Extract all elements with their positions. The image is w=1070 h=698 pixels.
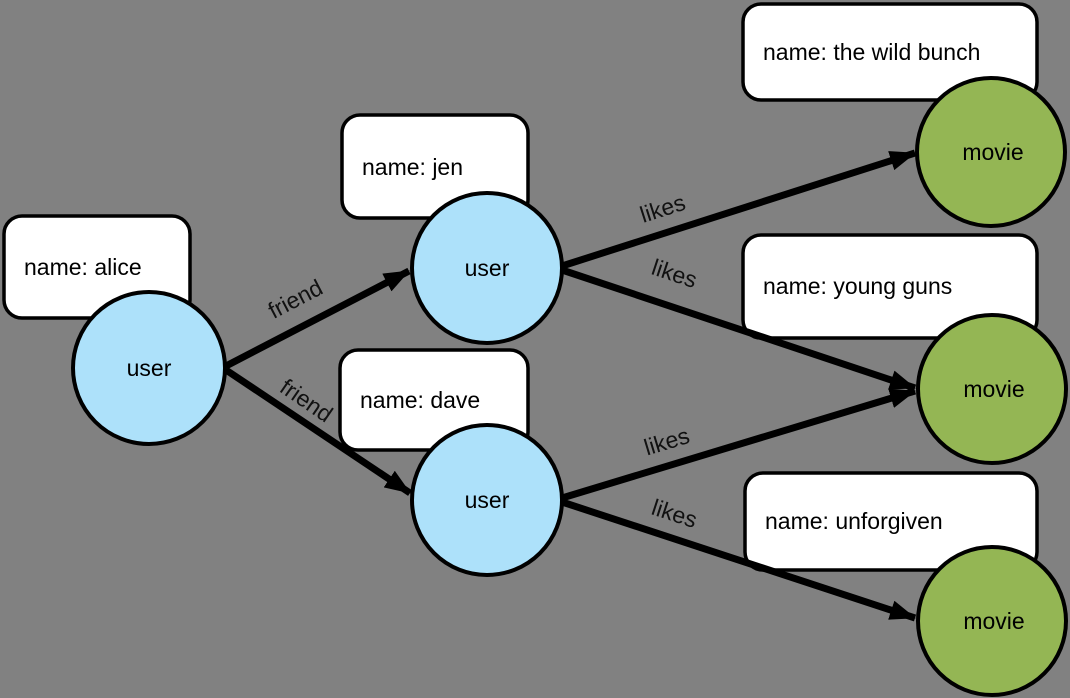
user-node-circle — [71, 290, 227, 446]
edge-line — [224, 367, 412, 496]
property-box — [743, 471, 1039, 572]
nodes: user user user movie movie movie — [71, 76, 1068, 697]
node-label: movie — [963, 608, 1024, 634]
property-text: name: jen — [362, 154, 463, 180]
property-box — [741, 2, 1039, 102]
edge-line — [560, 498, 917, 622]
movie-node-circle — [916, 545, 1068, 697]
movie-node-circle — [915, 76, 1067, 228]
node-movie-young-guns: movie — [916, 313, 1068, 465]
edge-line — [560, 266, 917, 392]
node-movie-unforgiven: movie — [916, 545, 1068, 697]
property-box-young-guns: name: young guns — [741, 233, 1039, 340]
node-label: user — [465, 255, 510, 281]
edge-line — [224, 267, 411, 370]
user-node-circle — [410, 191, 564, 345]
property-box — [741, 233, 1039, 340]
property-text: name: the wild bunch — [763, 39, 980, 65]
edge-line — [560, 387, 917, 502]
node-label: user — [127, 355, 172, 381]
node-label: user — [465, 487, 510, 513]
property-text: name: young guns — [763, 273, 952, 299]
node-label: movie — [962, 139, 1023, 165]
property-box-the-wild-bunch: name: the wild bunch — [741, 2, 1039, 102]
node-movie-the-wild-bunch: movie — [915, 76, 1067, 228]
property-text: name: dave — [360, 387, 480, 413]
node-user-jen: user — [410, 191, 564, 345]
node-label: movie — [963, 376, 1024, 402]
property-text: name: unforgiven — [765, 508, 943, 534]
node-user-alice: user — [71, 290, 227, 446]
property-box-unforgiven: name: unforgiven — [743, 471, 1039, 572]
user-node-circle — [410, 423, 564, 577]
edge-line — [560, 149, 917, 270]
node-user-dave: user — [410, 423, 564, 577]
property-text: name: alice — [24, 254, 142, 280]
movie-node-circle — [916, 313, 1068, 465]
